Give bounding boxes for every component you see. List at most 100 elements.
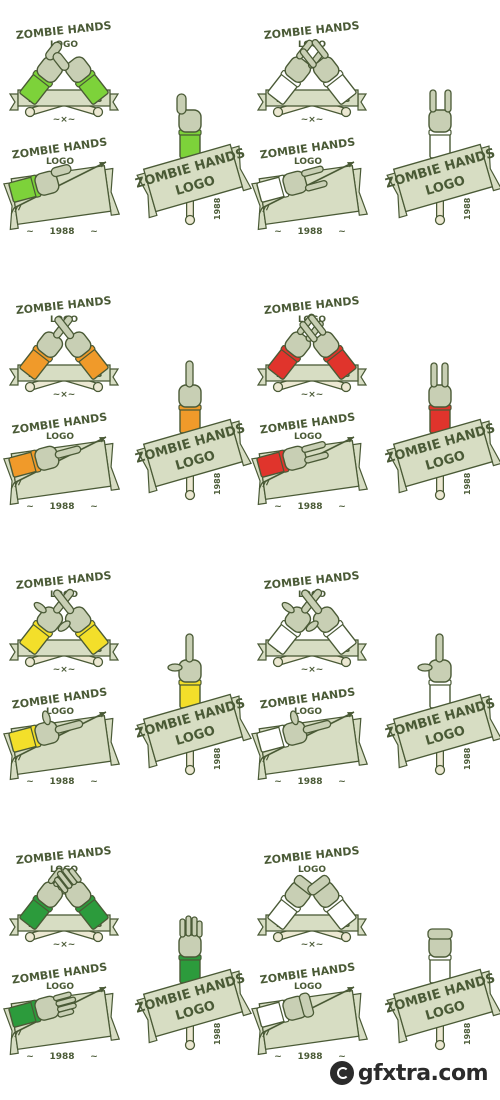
ribbon-band [142,693,244,763]
thumb [417,663,433,672]
hand-icon [256,992,315,1028]
index-finger [52,589,75,615]
ribbon-tail [352,442,369,491]
ribbon-tail [104,992,121,1041]
hand-icon [256,441,329,478]
badge-title: ZOMBIE HANDS [15,569,112,592]
ribbon-tail [256,643,267,661]
hand-icon [428,362,452,434]
hand-icon [8,445,82,478]
arrow-fletch [14,755,19,763]
badge-vertical-year: 1988 [213,1022,222,1045]
arrow-fletch [10,482,15,490]
hand-right-icon [54,315,109,380]
tilde-icon: ~ [90,502,98,512]
badge-year: 1988 [297,1052,322,1062]
badge-year: 1988 [49,777,74,787]
palm [428,384,452,408]
thumb [57,620,71,632]
cross-mark-icon: ~×~ [53,665,76,675]
tilde-icon: ~ [26,1052,34,1062]
arrow-fletch [17,1029,22,1036]
arrow-icon [10,436,107,490]
ribbon-tail [480,695,500,742]
ribbon-tail [357,643,368,661]
hand-right-icon [299,314,357,380]
ribbon-band [392,968,494,1038]
badge-vertical-year: 1988 [213,197,222,220]
hand-icon [167,633,202,709]
middle-finger [304,451,329,464]
ribbon-tail [230,145,253,192]
palm [312,331,340,358]
tilde-icon: ~ [338,502,346,512]
ribbon-tail [386,172,408,219]
finger [55,996,77,1007]
ribbon-tail [104,717,121,766]
ribbon-tail [8,368,19,386]
badge-title: ZOMBIE HANDS [15,294,112,317]
index-finger [299,321,318,343]
tilde-icon: ~ [274,777,282,787]
badge-logo: LOGO [294,707,322,717]
ribbon-tail [8,918,19,936]
ribbon-tail [104,442,121,491]
palm [178,659,202,683]
index-finger [301,165,324,178]
badge-vertical-year: 1988 [463,1022,472,1045]
tilde-icon: ~ [338,777,346,787]
ribbon-tail [109,368,120,386]
index-finger [429,89,437,113]
palm [34,170,60,196]
ribbon-tail [104,167,121,216]
hand-icon [8,710,84,753]
cross-mark-icon: ~×~ [53,115,76,125]
thumb [305,620,319,632]
ribbon-tail [352,717,369,766]
ribbon-tail [386,997,408,1044]
arrow-fletch [10,757,15,765]
ribbon-tail [136,447,158,494]
arrow-fletch [17,204,22,211]
hand-icon [178,360,202,434]
finger [196,920,203,938]
cross-mark-icon: ~×~ [301,115,324,125]
arrow-fletch [265,479,270,486]
badge-logo: LOGO [294,982,322,992]
badge-logo: LOGO [298,865,326,875]
arrow-fletch [10,1032,15,1040]
thumb [41,710,51,726]
palm [428,109,452,133]
ribbon-band [392,418,494,488]
arrow-fletch [262,205,267,213]
badge-logo: LOGO [46,432,74,442]
ribbon-band [142,143,244,213]
badge-year: 1988 [49,1052,74,1062]
palm [282,170,308,196]
badge-logo: LOGO [46,157,74,167]
tilde-icon: ~ [274,227,282,237]
tilde-icon: ~ [26,502,34,512]
hand-icon [427,928,453,984]
hand-icon [428,89,452,159]
badge-logo: LOGO [294,157,322,167]
palm [282,445,308,471]
badge-logo: LOGO [50,40,78,50]
arrow-fletch [14,205,19,213]
hand-icon [8,991,77,1028]
tilde-icon: ~ [90,1052,98,1062]
badge-logo: LOGO [46,982,74,992]
badge-title: ZOMBIE HANDS [15,19,112,42]
arrow-head [347,162,354,168]
pinky-finger [304,180,328,192]
arrow-head [99,162,106,168]
index-finger [435,633,444,663]
